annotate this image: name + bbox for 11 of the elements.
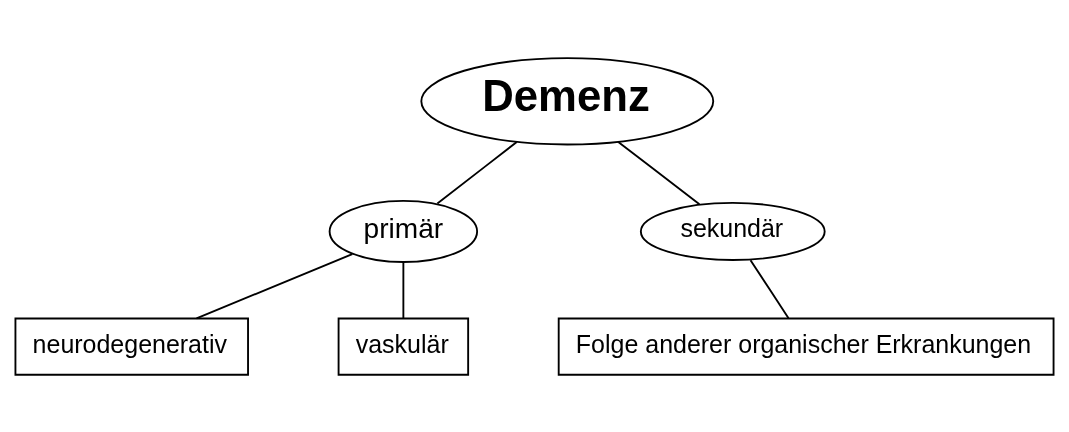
- node-box: Folge anderer organischer Erkrankungen: [557, 317, 1055, 376]
- connector: [436, 140, 518, 204]
- node-ellipse: Demenz: [420, 56, 715, 145]
- node-box: vaskulär: [337, 317, 470, 376]
- node-ellipse: primär: [328, 199, 479, 263]
- connector: [749, 258, 790, 319]
- connector: [617, 140, 701, 205]
- node-ellipse: sekundär: [639, 201, 826, 261]
- connector: [195, 252, 354, 319]
- node-box: neurodegenerativ: [14, 317, 249, 376]
- connector: [402, 261, 405, 319]
